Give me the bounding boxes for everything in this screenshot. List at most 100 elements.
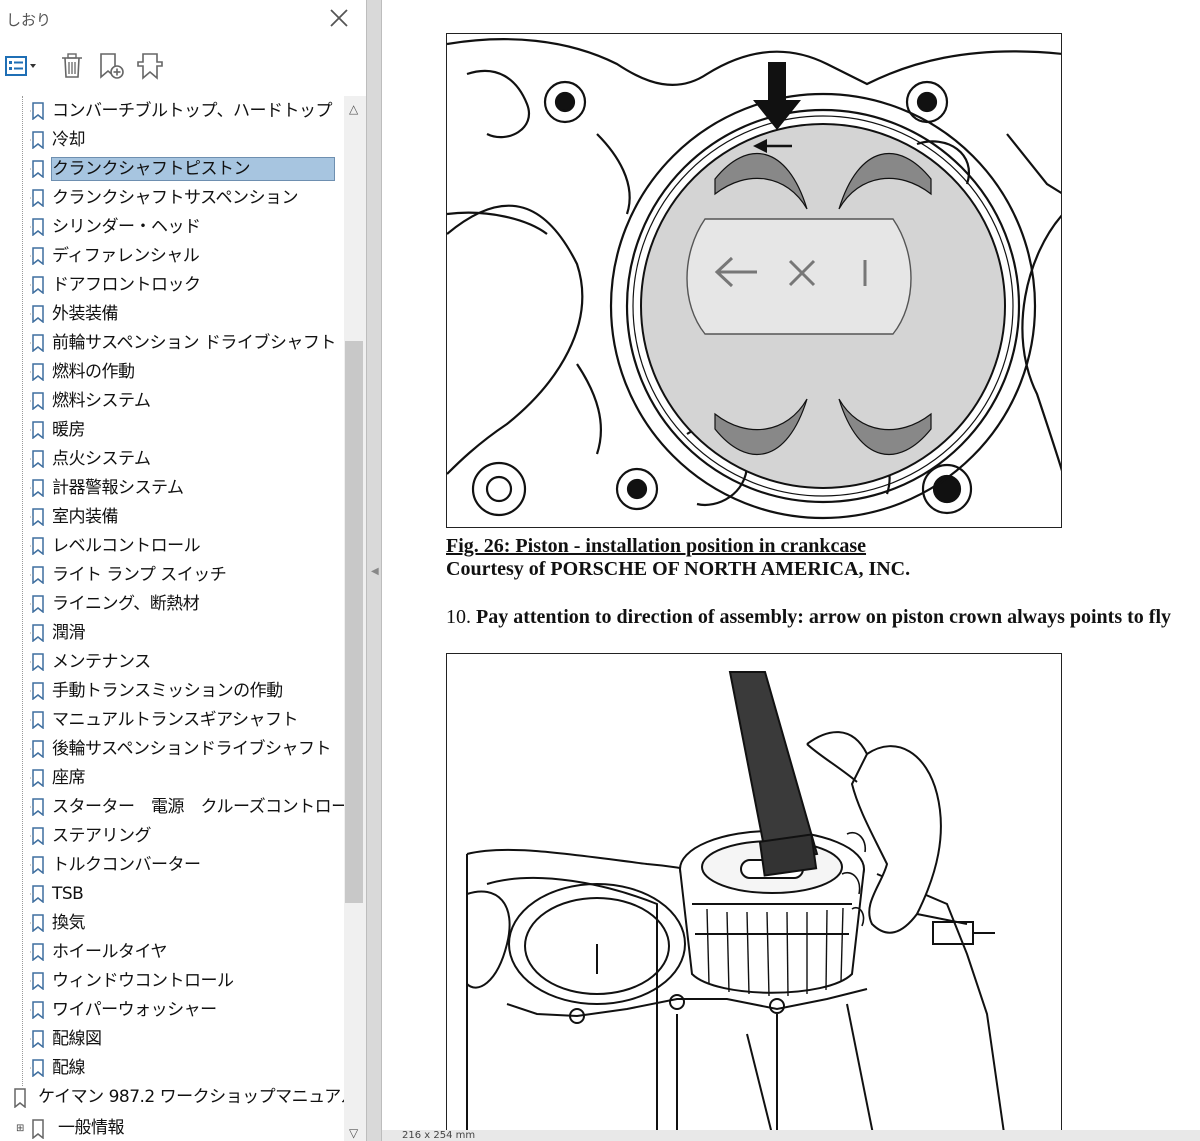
bookmark-item[interactable]: 潤滑	[0, 620, 344, 646]
bookmark-parent-item[interactable]: ケイマン 987.2 ワークショップマニュアル	[0, 1084, 344, 1110]
bookmarks-panel: しおり	[0, 0, 366, 1141]
list-options-icon	[5, 56, 36, 76]
bookmark-item[interactable]: 換気	[0, 910, 344, 936]
scroll-up-icon[interactable]: △	[349, 102, 359, 116]
collapse-left-icon[interactable]: ◀	[371, 566, 379, 577]
bookmark-label: 潤滑	[52, 623, 86, 643]
bookmark-icon	[30, 450, 46, 469]
bookmark-label: ホイールタイヤ	[52, 942, 168, 962]
bookmark-label: 燃料の作動	[52, 362, 135, 382]
bookmark-icon	[30, 218, 46, 237]
expand-icon[interactable]: ⊞	[16, 1123, 25, 1134]
bookmark-item[interactable]: 配線	[0, 1055, 344, 1081]
bookmark-label: ワイパーウォッシャー	[52, 1000, 217, 1020]
bookmark-item[interactable]: ウィンドウコントロール	[0, 968, 344, 994]
bookmark-item[interactable]: ライト ランプ スイッチ	[0, 562, 344, 588]
bookmark-item[interactable]: クランクシャフトピストン	[0, 156, 344, 182]
step-number: 10.	[446, 606, 471, 628]
bookmark-label: 燃料システム	[52, 391, 151, 411]
scroll-thumb[interactable]	[345, 341, 363, 903]
bookmark-label: 配線	[52, 1058, 86, 1078]
scroll-down-icon[interactable]: ▽	[349, 1126, 359, 1140]
bookmark-item[interactable]: ドアフロントロック	[0, 272, 344, 298]
bookmark-icon	[30, 856, 46, 875]
bookmark-item[interactable]: 室内装備	[0, 504, 344, 530]
bookmark-item[interactable]: コンバーチブルトップ、ハードトップ	[0, 98, 344, 124]
bookmark-icon	[30, 885, 46, 904]
bookmark-item[interactable]: 配線図	[0, 1026, 344, 1052]
bookmark-label: ケイマン 987.2 ワークショップマニュアル	[38, 1087, 344, 1107]
bookmark-item[interactable]: マニュアルトランスギアシャフト	[0, 707, 344, 733]
bookmark-item[interactable]: 手動トランスミッションの作動	[0, 678, 344, 704]
bookmark-icon	[30, 740, 46, 759]
bookmark-icon	[30, 479, 46, 498]
close-icon	[330, 9, 348, 27]
bookmark-label: 配線図	[52, 1029, 102, 1049]
bookmark-item[interactable]: ワイパーウォッシャー	[0, 997, 344, 1023]
trash-icon	[62, 53, 82, 78]
bookmark-item[interactable]: ホイールタイヤ	[0, 939, 344, 965]
bookmark-tree: コンバーチブルトップ、ハードトップ冷却クランクシャフトピストンクランクシャフトサ…	[0, 96, 344, 1141]
bookmark-item[interactable]: クランクシャフトサスペンション	[0, 185, 344, 211]
bookmark-item[interactable]: スターター 電源 クルーズコントロール	[0, 794, 344, 820]
bookmark-icon	[30, 1030, 46, 1049]
bookmark-label: クランクシャフトピストン	[51, 157, 335, 181]
bookmark-label: 手動トランスミッションの作動	[52, 681, 283, 701]
bookmark-label: 後輪サスペンションドライブシャフト	[52, 739, 331, 759]
bookmark-item[interactable]: ディファレンシャル	[0, 243, 344, 269]
bookmark-item[interactable]: 外装装備	[0, 301, 344, 327]
bookmark-label: トルクコンバーター	[52, 855, 201, 875]
bookmark-item[interactable]: 計器警報システム	[0, 475, 344, 501]
bookmark-icon	[30, 102, 46, 121]
bookmark-label: マニュアルトランスギアシャフト	[52, 710, 298, 730]
bookmark-label: コンバーチブルトップ、ハードトップ	[52, 101, 333, 121]
bookmark-item[interactable]: 点火システム	[0, 446, 344, 472]
bookmark-icon	[30, 537, 46, 556]
bookmark-item[interactable]: ライニング、断熱材	[0, 591, 344, 617]
bookmark-icon	[30, 392, 46, 411]
instruction-step: 10. Pay attention to direction of assemb…	[446, 606, 1171, 629]
bookmark-child-item[interactable]: ⊞ 一般情報	[0, 1115, 344, 1141]
bookmark-label: ライト ランプ スイッチ	[52, 565, 227, 585]
bookmark-item[interactable]: 燃料の作動	[0, 359, 344, 385]
bookmark-item[interactable]: 燃料システム	[0, 388, 344, 414]
panel-splitter[interactable]: ◀	[366, 0, 382, 1141]
bookmark-label: 一般情報	[58, 1118, 125, 1138]
bookmark-label: 点火システム	[52, 449, 151, 469]
bookmark-item[interactable]: ステアリング	[0, 823, 344, 849]
bookmark-item[interactable]: TSB	[0, 881, 344, 907]
bookmark-item[interactable]: 座席	[0, 765, 344, 791]
bookmark-item[interactable]: レベルコントロール	[0, 533, 344, 559]
close-panel-button[interactable]	[326, 5, 352, 31]
bookmark-item[interactable]: シリンダー・ヘッド	[0, 214, 344, 240]
bookmark-icon	[30, 595, 46, 614]
bookmark-icon	[30, 624, 46, 643]
panel-scrollbar[interactable]: △ ▽	[344, 96, 366, 1141]
bookmark-icon	[30, 943, 46, 962]
bookmark-item[interactable]: 前輪サスペンション ドライブシャフト	[0, 330, 344, 356]
bookmark-item[interactable]: 暖房	[0, 417, 344, 443]
expand-bookmark-button[interactable]	[132, 50, 168, 82]
bookmark-item[interactable]: トルクコンバーター	[0, 852, 344, 878]
bookmark-icon	[30, 653, 46, 672]
bookmark-label: ドアフロントロック	[52, 275, 201, 295]
bookmark-item[interactable]: 後輪サスペンションドライブシャフト	[0, 736, 344, 762]
bookmark-label: ライニング、断熱材	[52, 594, 200, 614]
bookmark-icon	[30, 1059, 46, 1078]
bookmark-label: TSB	[52, 884, 84, 904]
bookmark-icon	[30, 131, 46, 150]
bookmark-icon	[30, 247, 46, 266]
bookmark-icon	[30, 276, 46, 295]
bookmark-label: ウィンドウコントロール	[52, 971, 234, 991]
figure-piston-crown	[446, 33, 1062, 528]
bookmark-icon	[30, 798, 46, 817]
document-view: Fig. 26: Piston - installation position …	[382, 0, 1200, 1141]
bookmark-label: スターター 電源 クルーズコントロール	[52, 797, 344, 817]
bookmark-item[interactable]: 冷却	[0, 127, 344, 153]
piston-arrow-mark	[714, 256, 867, 288]
bookmark-item[interactable]: メンテナンス	[0, 649, 344, 675]
new-bookmark-button[interactable]	[94, 50, 128, 82]
options-menu-button[interactable]	[2, 50, 40, 82]
piston-crankcase-illustration	[447, 38, 1061, 520]
delete-bookmark-button[interactable]	[56, 50, 88, 82]
